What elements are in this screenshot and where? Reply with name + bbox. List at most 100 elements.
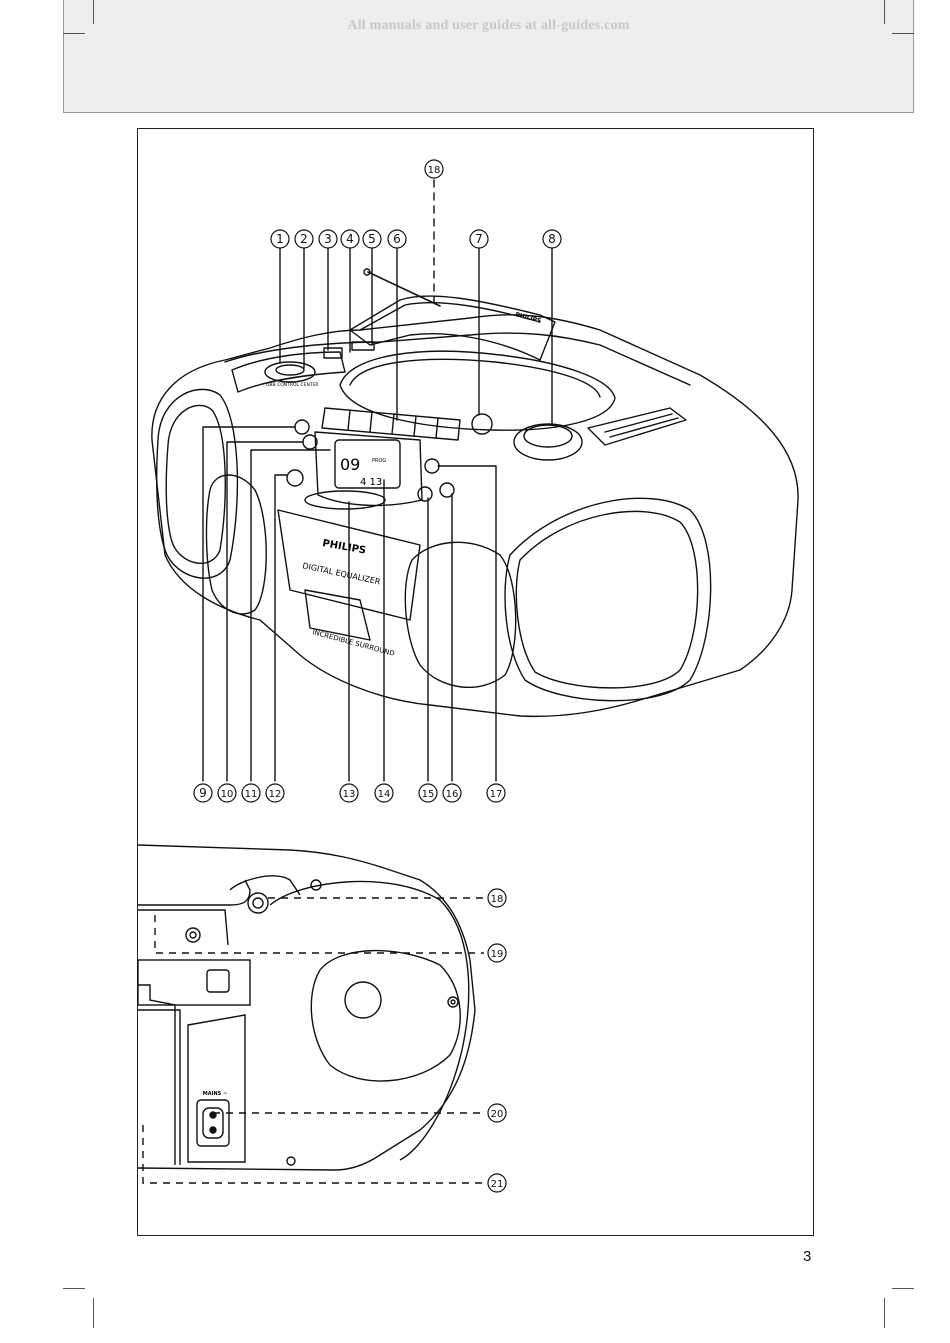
callout-11-circle [241, 783, 261, 803]
left-speaker-inner [165, 404, 226, 564]
prog-button-circle [417, 486, 433, 502]
rear-panel-illustration [137, 844, 484, 1184]
illustration-frame: PHILIPS DIGITAL EQUALIZER INCREDIBLE SUR… [137, 128, 814, 1236]
rear-upper-edge-2 [138, 909, 229, 946]
crop-mark-br-v [884, 1298, 885, 1328]
rear-body-outline [137, 844, 476, 1171]
callout-4: 4 [346, 232, 354, 246]
rear-compartment-edge [138, 1009, 181, 1165]
callout-17: 17 [490, 789, 503, 800]
callout-antenna-18-circle [424, 159, 444, 179]
crop-mark-bl-h [63, 1288, 85, 1289]
callout-7-circle [469, 229, 489, 249]
dbb-knob-inner [275, 364, 305, 376]
page-number: 3 [803, 1248, 812, 1265]
callout-10-circle [217, 783, 237, 803]
tape-door [304, 589, 371, 641]
rear-compartment-top [137, 959, 251, 1006]
lcd-track: 09 [340, 455, 360, 474]
lcd-time: 4 13 [360, 477, 382, 488]
callout-15-circle [418, 783, 438, 803]
skip-buttons [304, 490, 386, 510]
surround-label: INCREDIBLE SURROUND [311, 628, 395, 658]
rear-upper-edge [138, 879, 251, 906]
callout-7: 7 [475, 232, 483, 246]
rear-recess [310, 949, 461, 1082]
crop-mark-br-h [892, 1288, 914, 1289]
brand-top-label: PHILIPS [514, 311, 541, 325]
lcd-prog: PROG [372, 458, 386, 464]
callout-3-circle [318, 229, 338, 249]
callout-rear-18: 18 [491, 894, 504, 905]
dbb-knob [264, 361, 316, 383]
callout-4-circle [340, 229, 360, 249]
crop-mark-bl-v [93, 1298, 94, 1328]
band-button-circle [424, 458, 440, 474]
crop-mark-tl-v [93, 0, 94, 24]
callout-14-circle [374, 783, 394, 803]
callout-antenna-18: 18 [428, 165, 441, 176]
callout-rear-19: 19 [491, 949, 504, 960]
mains-socket [196, 1099, 230, 1147]
callout-13-circle [339, 783, 359, 803]
antenna-socket [247, 892, 269, 914]
callout-15: 15 [422, 789, 435, 800]
callout-9-circle [193, 783, 213, 803]
boombox-illustration: PHILIPS DIGITAL EQUALIZER INCREDIBLE SUR… [137, 159, 799, 1193]
left-speaker [155, 388, 239, 579]
callout-5-circle [362, 229, 382, 249]
callout-10: 10 [221, 789, 234, 800]
rear-hinge [229, 875, 301, 896]
tuning-scale [587, 407, 687, 446]
mains-panel [187, 1014, 246, 1163]
tuning-dial [513, 423, 583, 461]
right-woofer [404, 541, 517, 688]
callout-1: 1 [276, 232, 284, 246]
stop-button-circle [294, 419, 310, 435]
callout-rear-21: 21 [491, 1179, 504, 1190]
crop-mark-tl-h [63, 33, 85, 34]
callout-1-circle [270, 229, 290, 249]
callout-6: 6 [393, 232, 401, 246]
equalizer-label: DIGITAL EQUALIZER [302, 561, 382, 586]
left-woofer [205, 474, 267, 615]
dbb-button-circle [439, 482, 455, 498]
callout-14: 14 [378, 789, 391, 800]
callout-12-circle [265, 783, 285, 803]
top-face-edge [224, 332, 691, 386]
header-band: All manuals and user guides at all-guide… [63, 0, 914, 113]
callout-17-circle [486, 783, 506, 803]
mains-label: MAINS ~ [203, 1091, 227, 1097]
crop-mark-tr-h [892, 33, 914, 34]
callout-2-circle [294, 229, 314, 249]
front-label-panel [277, 509, 421, 621]
tuning-dial-top [523, 424, 573, 448]
callout-11: 11 [245, 789, 258, 800]
callout-16: 16 [446, 789, 459, 800]
front-control-panel [314, 431, 423, 507]
right-speaker [504, 497, 712, 702]
callout-6-circle [387, 229, 407, 249]
right-speaker-inner [515, 510, 699, 689]
callout-8: 8 [548, 232, 556, 246]
tape-button-row [321, 407, 461, 441]
control-center-label: DBB CONTROL CENTER [266, 382, 319, 388]
callout-5: 5 [368, 232, 376, 246]
antenna-tip [363, 268, 371, 276]
antenna [367, 271, 441, 307]
callout-rear-19-circle [487, 943, 507, 963]
cd-lid [339, 350, 616, 431]
callout-9: 9 [199, 786, 207, 800]
crop-mark-tr-v [884, 0, 885, 24]
callout-16-circle [442, 783, 462, 803]
cd-lid-inner [349, 358, 601, 398]
callout-rear-20: 20 [491, 1109, 504, 1120]
callout-2: 2 [300, 232, 308, 246]
callout-3: 3 [324, 232, 332, 246]
brand-label: PHILIPS [321, 538, 366, 556]
battery-door-curve [269, 880, 470, 1161]
callout-rear-20-circle [487, 1103, 507, 1123]
rear-foot [344, 981, 382, 1019]
mode-button-circle [286, 469, 304, 487]
